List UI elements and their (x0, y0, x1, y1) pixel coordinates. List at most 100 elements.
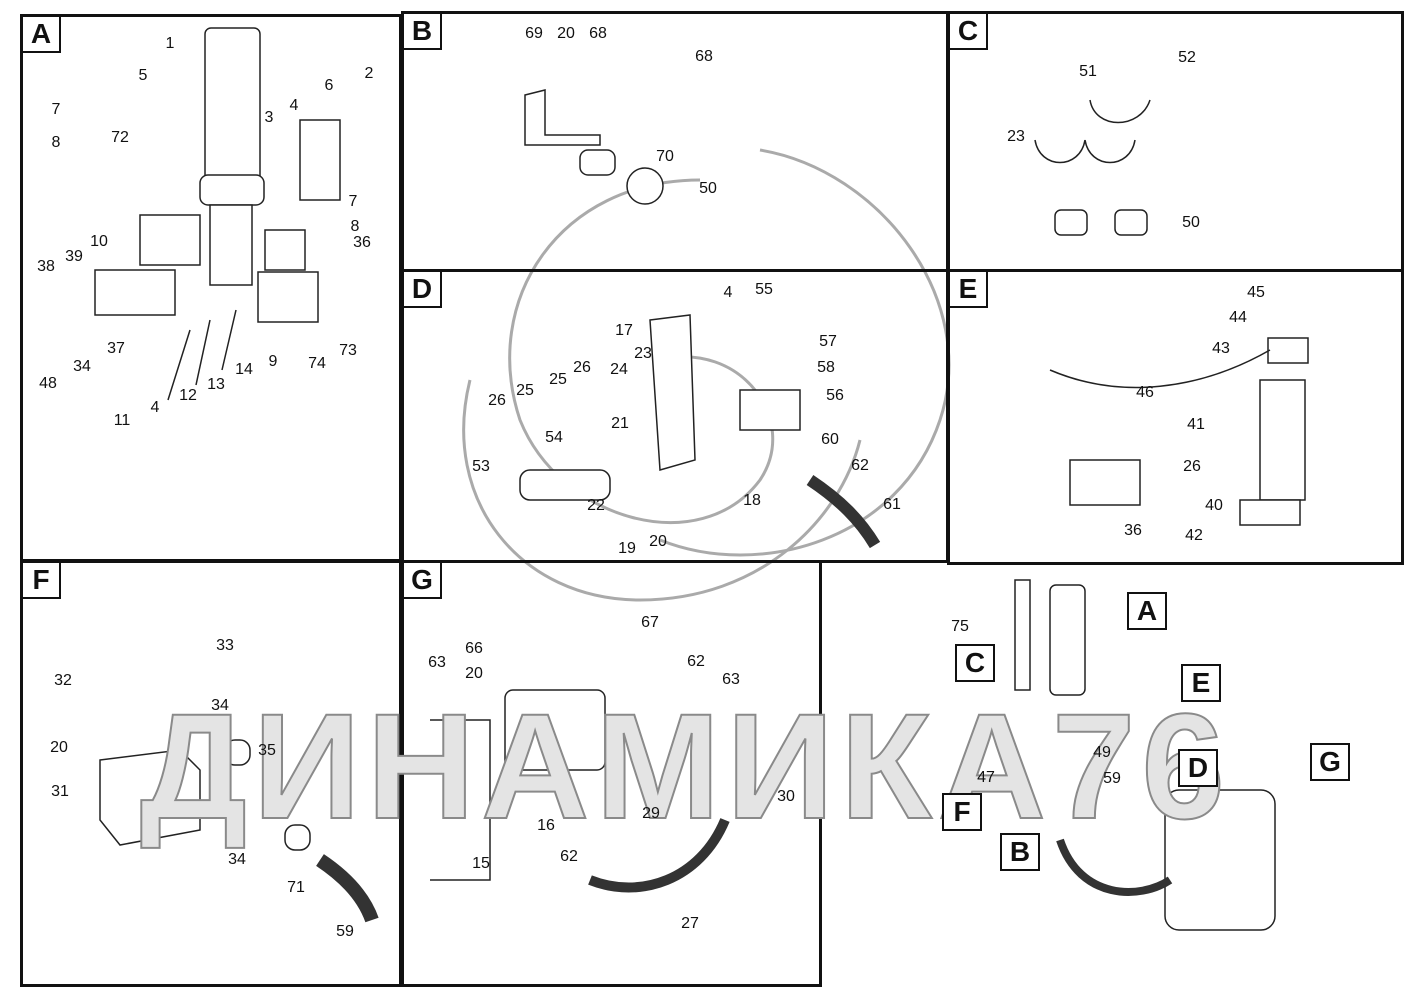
overview-ref-g: G (1310, 743, 1350, 781)
overview-drawing (1014, 579, 1276, 931)
callout: 13 (207, 376, 225, 393)
callout: 51 (1079, 63, 1097, 80)
callout: 34 (211, 697, 229, 714)
callout: 2 (364, 65, 374, 82)
panel-letter: C (950, 14, 988, 50)
callout: 62 (560, 848, 578, 865)
callout: 62 (851, 457, 869, 474)
callout: 31 (51, 783, 69, 800)
callout: 44 (1229, 309, 1247, 326)
callout: 11 (113, 412, 131, 429)
callout: 8 (51, 134, 61, 151)
callout: 24 (610, 361, 628, 378)
callout: 23 (1007, 128, 1025, 145)
panel-letter: F (23, 563, 61, 599)
callout: 75 (951, 618, 969, 635)
callout: 29 (642, 805, 660, 822)
callout: 7 (51, 101, 61, 118)
panel-e-drawing (1049, 337, 1309, 526)
callout: 50 (699, 180, 717, 197)
callout: 71 (287, 879, 305, 896)
callout: 23 (634, 345, 652, 362)
panel-d: D (401, 269, 949, 563)
callout: 8 (350, 218, 360, 235)
callout: 21 (611, 415, 629, 432)
callout: 14 (235, 361, 253, 378)
callout: 34 (228, 851, 246, 868)
watermark-text: ДИНАМИКА76 (139, 681, 1231, 851)
callout: 20 (649, 533, 667, 550)
callout: 57 (819, 333, 837, 350)
callout: 26 (1183, 458, 1201, 475)
callout: 30 (777, 788, 795, 805)
callout: 41 (1187, 416, 1205, 433)
callout: 20 (50, 739, 68, 756)
callout: 25 (549, 371, 567, 388)
callout: 56 (826, 387, 844, 404)
callout: 55 (755, 281, 773, 298)
panel-g-drawing (430, 689, 730, 893)
callout: 4 (289, 97, 299, 114)
callout: 26 (573, 359, 591, 376)
callout: 7 (348, 193, 358, 210)
panel-g: G (401, 560, 822, 987)
callout: 49 (1093, 744, 1111, 761)
panel-letter: E (950, 272, 988, 308)
callout: 50 (1182, 214, 1200, 231)
callout: 10 (90, 233, 108, 250)
callout: 9 (268, 353, 278, 370)
callout: 48 (39, 375, 57, 392)
overview-ref-e: E (1181, 664, 1221, 702)
callout: 40 (1205, 497, 1223, 514)
callout: 25 (516, 382, 534, 399)
panel-d-drawing (519, 314, 881, 549)
callout: 66 (465, 640, 483, 657)
callout: 42 (1185, 527, 1203, 544)
callout: 35 (258, 742, 276, 759)
callout: 17 (615, 322, 633, 339)
callout: 43 (1212, 340, 1230, 357)
callout: 38 (37, 258, 55, 275)
callout: 58 (817, 359, 835, 376)
callout: 63 (722, 671, 740, 688)
overview-ref-a: A (1127, 592, 1167, 630)
panel-f: F (20, 560, 402, 987)
callout: 61 (883, 496, 901, 513)
callout: 5 (138, 67, 148, 84)
callout: 70 (656, 148, 674, 165)
callout: 63 (428, 654, 446, 671)
callout: 59 (1103, 770, 1121, 787)
callout: 33 (216, 637, 234, 654)
callout: 20 (465, 665, 483, 682)
callout: 4 (723, 284, 733, 301)
callout: 74 (308, 355, 326, 372)
callout: 36 (1124, 522, 1142, 539)
overview-ref-c: C (955, 644, 995, 682)
callout: 46 (1136, 384, 1154, 401)
panel-a: A (20, 14, 402, 562)
callout: 20 (557, 25, 575, 42)
callout: 73 (339, 342, 357, 359)
callout: 47 (977, 769, 995, 786)
callout: 15 (472, 855, 490, 872)
callout: 27 (681, 915, 699, 932)
callout: 45 (1247, 284, 1265, 301)
callout: 37 (107, 340, 125, 357)
panel-f-drawing (99, 739, 379, 923)
panel-letter: B (404, 14, 442, 50)
panel-letter: A (23, 17, 61, 53)
callout: 60 (821, 431, 839, 448)
panel-c-drawing (1034, 99, 1151, 236)
callout: 18 (743, 492, 761, 509)
callout: 3 (264, 109, 274, 126)
callout: 26 (488, 392, 506, 409)
callout: 62 (687, 653, 705, 670)
overview-ref-d: D (1178, 749, 1218, 787)
callout: 39 (65, 248, 83, 265)
callout: 59 (336, 923, 354, 940)
callout: 32 (54, 672, 72, 689)
callout: 68 (589, 25, 607, 42)
callout: 53 (472, 458, 490, 475)
